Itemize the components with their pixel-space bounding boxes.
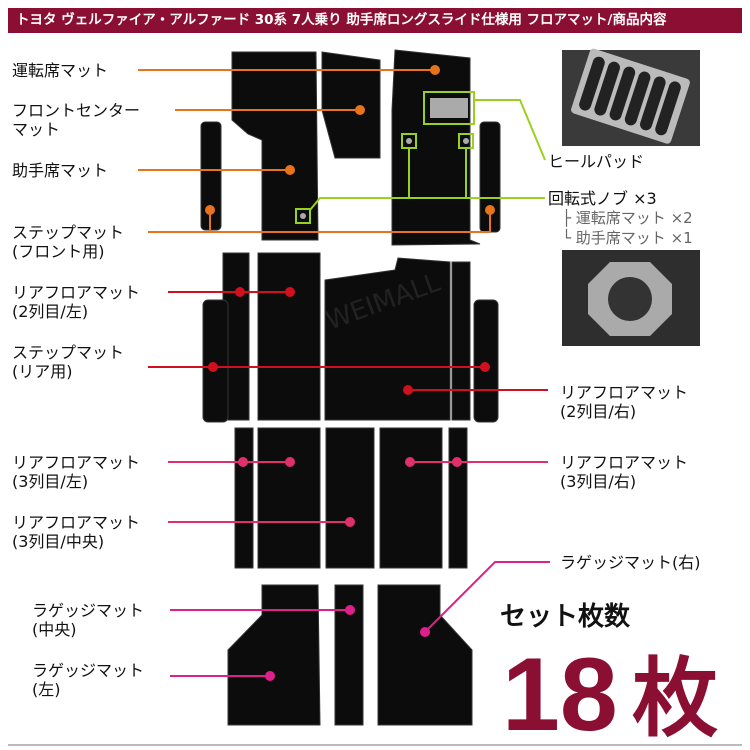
rear2-left-mat bbox=[257, 252, 321, 421]
rear3-right-mat bbox=[379, 427, 443, 569]
luggage-callouts bbox=[170, 561, 550, 681]
row2-callouts bbox=[148, 287, 548, 395]
title-bar: トヨタ ヴェルファイア・アルファード 30系 7人乗り 助手席ロングスライド仕様… bbox=[8, 8, 742, 33]
rear3-right-strip bbox=[448, 427, 468, 569]
front-center-mat bbox=[321, 51, 381, 159]
luggage-left-mat bbox=[227, 584, 321, 726]
rear2-right-mat bbox=[324, 257, 451, 421]
driver-mat bbox=[231, 51, 319, 241]
heel-pad-label: ヒールパッド bbox=[548, 152, 644, 171]
label-front-center-1: フロントセンター bbox=[12, 101, 140, 120]
knob-label: 回転式ノブ ×3 bbox=[548, 189, 657, 208]
label-step-rear-1: ステップマット bbox=[12, 343, 124, 362]
set-count-value: 18 bbox=[502, 637, 618, 750]
label-rear2-right-1: リアフロアマット bbox=[560, 383, 688, 402]
label-rear2-left-2: (2列目/左) bbox=[12, 302, 88, 321]
label-step-front-2: (フロント用) bbox=[12, 242, 105, 261]
label-luggage-right: ラゲッジマット(右) bbox=[560, 553, 701, 572]
label-step-front-1: ステップマット bbox=[12, 223, 124, 242]
label-luggage-left-2: (左) bbox=[32, 680, 61, 699]
knob-photo bbox=[562, 250, 700, 346]
label-passenger-mat: 助手席マット bbox=[12, 161, 108, 180]
row3-callouts bbox=[168, 457, 548, 527]
label-front-center-2: マット bbox=[12, 120, 60, 139]
heel-pad-photo bbox=[562, 48, 700, 146]
rear2-right-strip bbox=[451, 261, 471, 421]
front-callouts bbox=[138, 65, 495, 233]
rear3-center-mat bbox=[325, 427, 375, 569]
set-count-unit: 枚 bbox=[632, 649, 718, 749]
label-luggage-center-1: ラゲッジマット bbox=[32, 601, 144, 620]
set-count-label: セット枚数 bbox=[500, 602, 631, 632]
label-rear3-left-1: リアフロアマット bbox=[12, 453, 140, 472]
luggage-right-mat bbox=[377, 584, 473, 726]
rear3-left-strip bbox=[234, 427, 254, 569]
knob-passenger-label: └ 助手席マット ×1 bbox=[562, 228, 693, 247]
mats bbox=[200, 49, 501, 726]
knob-driver-label: ├ 運転席マット ×2 bbox=[562, 208, 693, 227]
label-luggage-center-2: (中央) bbox=[32, 620, 77, 639]
label-rear3-center-1: リアフロアマット bbox=[12, 513, 140, 532]
label-rear2-right-2: (2列目/右) bbox=[560, 402, 636, 421]
label-luggage-left-1: ラゲッジマット bbox=[32, 661, 144, 680]
accessory-callouts bbox=[295, 91, 546, 224]
label-driver-mat: 運転席マット bbox=[12, 61, 108, 80]
step-mat-rear-left bbox=[202, 299, 229, 423]
rear3-left-mat bbox=[257, 427, 321, 569]
step-mat-rear-right bbox=[473, 299, 499, 423]
label-rear3-right-1: リアフロアマット bbox=[560, 453, 688, 472]
label-step-rear-2: (リア用) bbox=[12, 362, 73, 381]
label-rear3-center-2: (3列目/中央) bbox=[12, 532, 104, 551]
label-rear3-right-2: (3列目/右) bbox=[560, 472, 636, 491]
label-rear3-left-2: (3列目/左) bbox=[12, 472, 88, 491]
label-rear2-left-1: リアフロアマット bbox=[12, 283, 140, 302]
